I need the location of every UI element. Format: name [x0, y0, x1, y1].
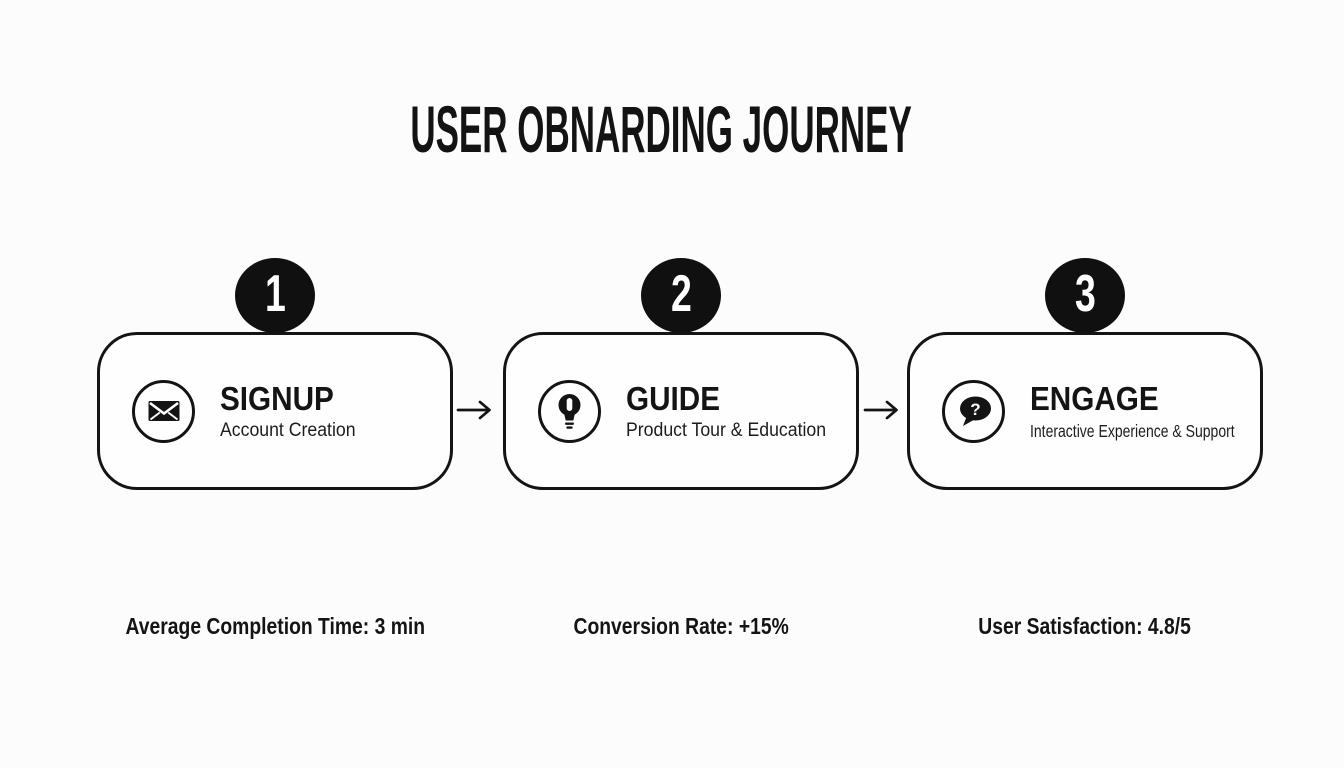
stat-text: Average Completion Time: 3 min: [125, 613, 425, 639]
envelope-icon: [148, 401, 179, 421]
icon-ring: [538, 379, 601, 443]
step-number-badge-2: 2: [641, 258, 721, 333]
stat-text: User Satisfaction: 4.8/5: [978, 613, 1192, 639]
step-number: 3: [1074, 265, 1096, 323]
page-title-text: USER OBNARDING JOURNEY: [410, 92, 912, 166]
step-number: 2: [670, 265, 692, 323]
step-stat-guide: Conversion Rate: +15%: [501, 612, 861, 640]
page-title: USER OBNARDING JOURNEY: [0, 96, 1322, 162]
step-title: SIGNUP: [220, 379, 334, 417]
step-number-badge-1: 1: [235, 258, 315, 333]
step-subtitle: Account Creation: [220, 419, 356, 441]
question-bubble-icon: ?: [959, 396, 991, 426]
step-text-block: GUIDE Product Tour & Education: [626, 382, 841, 441]
step-subtitle: Product Tour & Education: [626, 419, 827, 441]
step-text-block: SIGNUP Account Creation: [220, 382, 366, 441]
step-number-badge-3: 3: [1045, 258, 1125, 333]
icon-ring: ?: [942, 379, 1005, 443]
step-number: 1: [264, 265, 286, 323]
step-text-block: ENGAGE Interactive Experience & Support: [1030, 382, 1286, 441]
step-stat-signup: Average Completion Time: 3 min: [95, 612, 455, 640]
step-title: ENGAGE: [1030, 379, 1159, 417]
step-card-guide: GUIDE Product Tour & Education: [503, 332, 859, 490]
step-card-engage: ? ENGAGE Interactive Experience & Suppor…: [907, 332, 1263, 490]
stat-text: Conversion Rate: +15%: [573, 613, 789, 639]
step-title: GUIDE: [626, 379, 721, 417]
step-stat-engage: User Satisfaction: 4.8/5: [905, 612, 1265, 640]
step-subtitle: Interactive Experience & Support: [1030, 420, 1235, 441]
icon-ring: [132, 379, 195, 443]
question-mark-glyph: ?: [970, 400, 980, 419]
step-card-signup: SIGNUP Account Creation: [97, 332, 453, 490]
arrow-right-icon: [863, 400, 898, 420]
lightbulb-icon: [558, 393, 581, 429]
arrow-right-icon: [456, 400, 491, 420]
